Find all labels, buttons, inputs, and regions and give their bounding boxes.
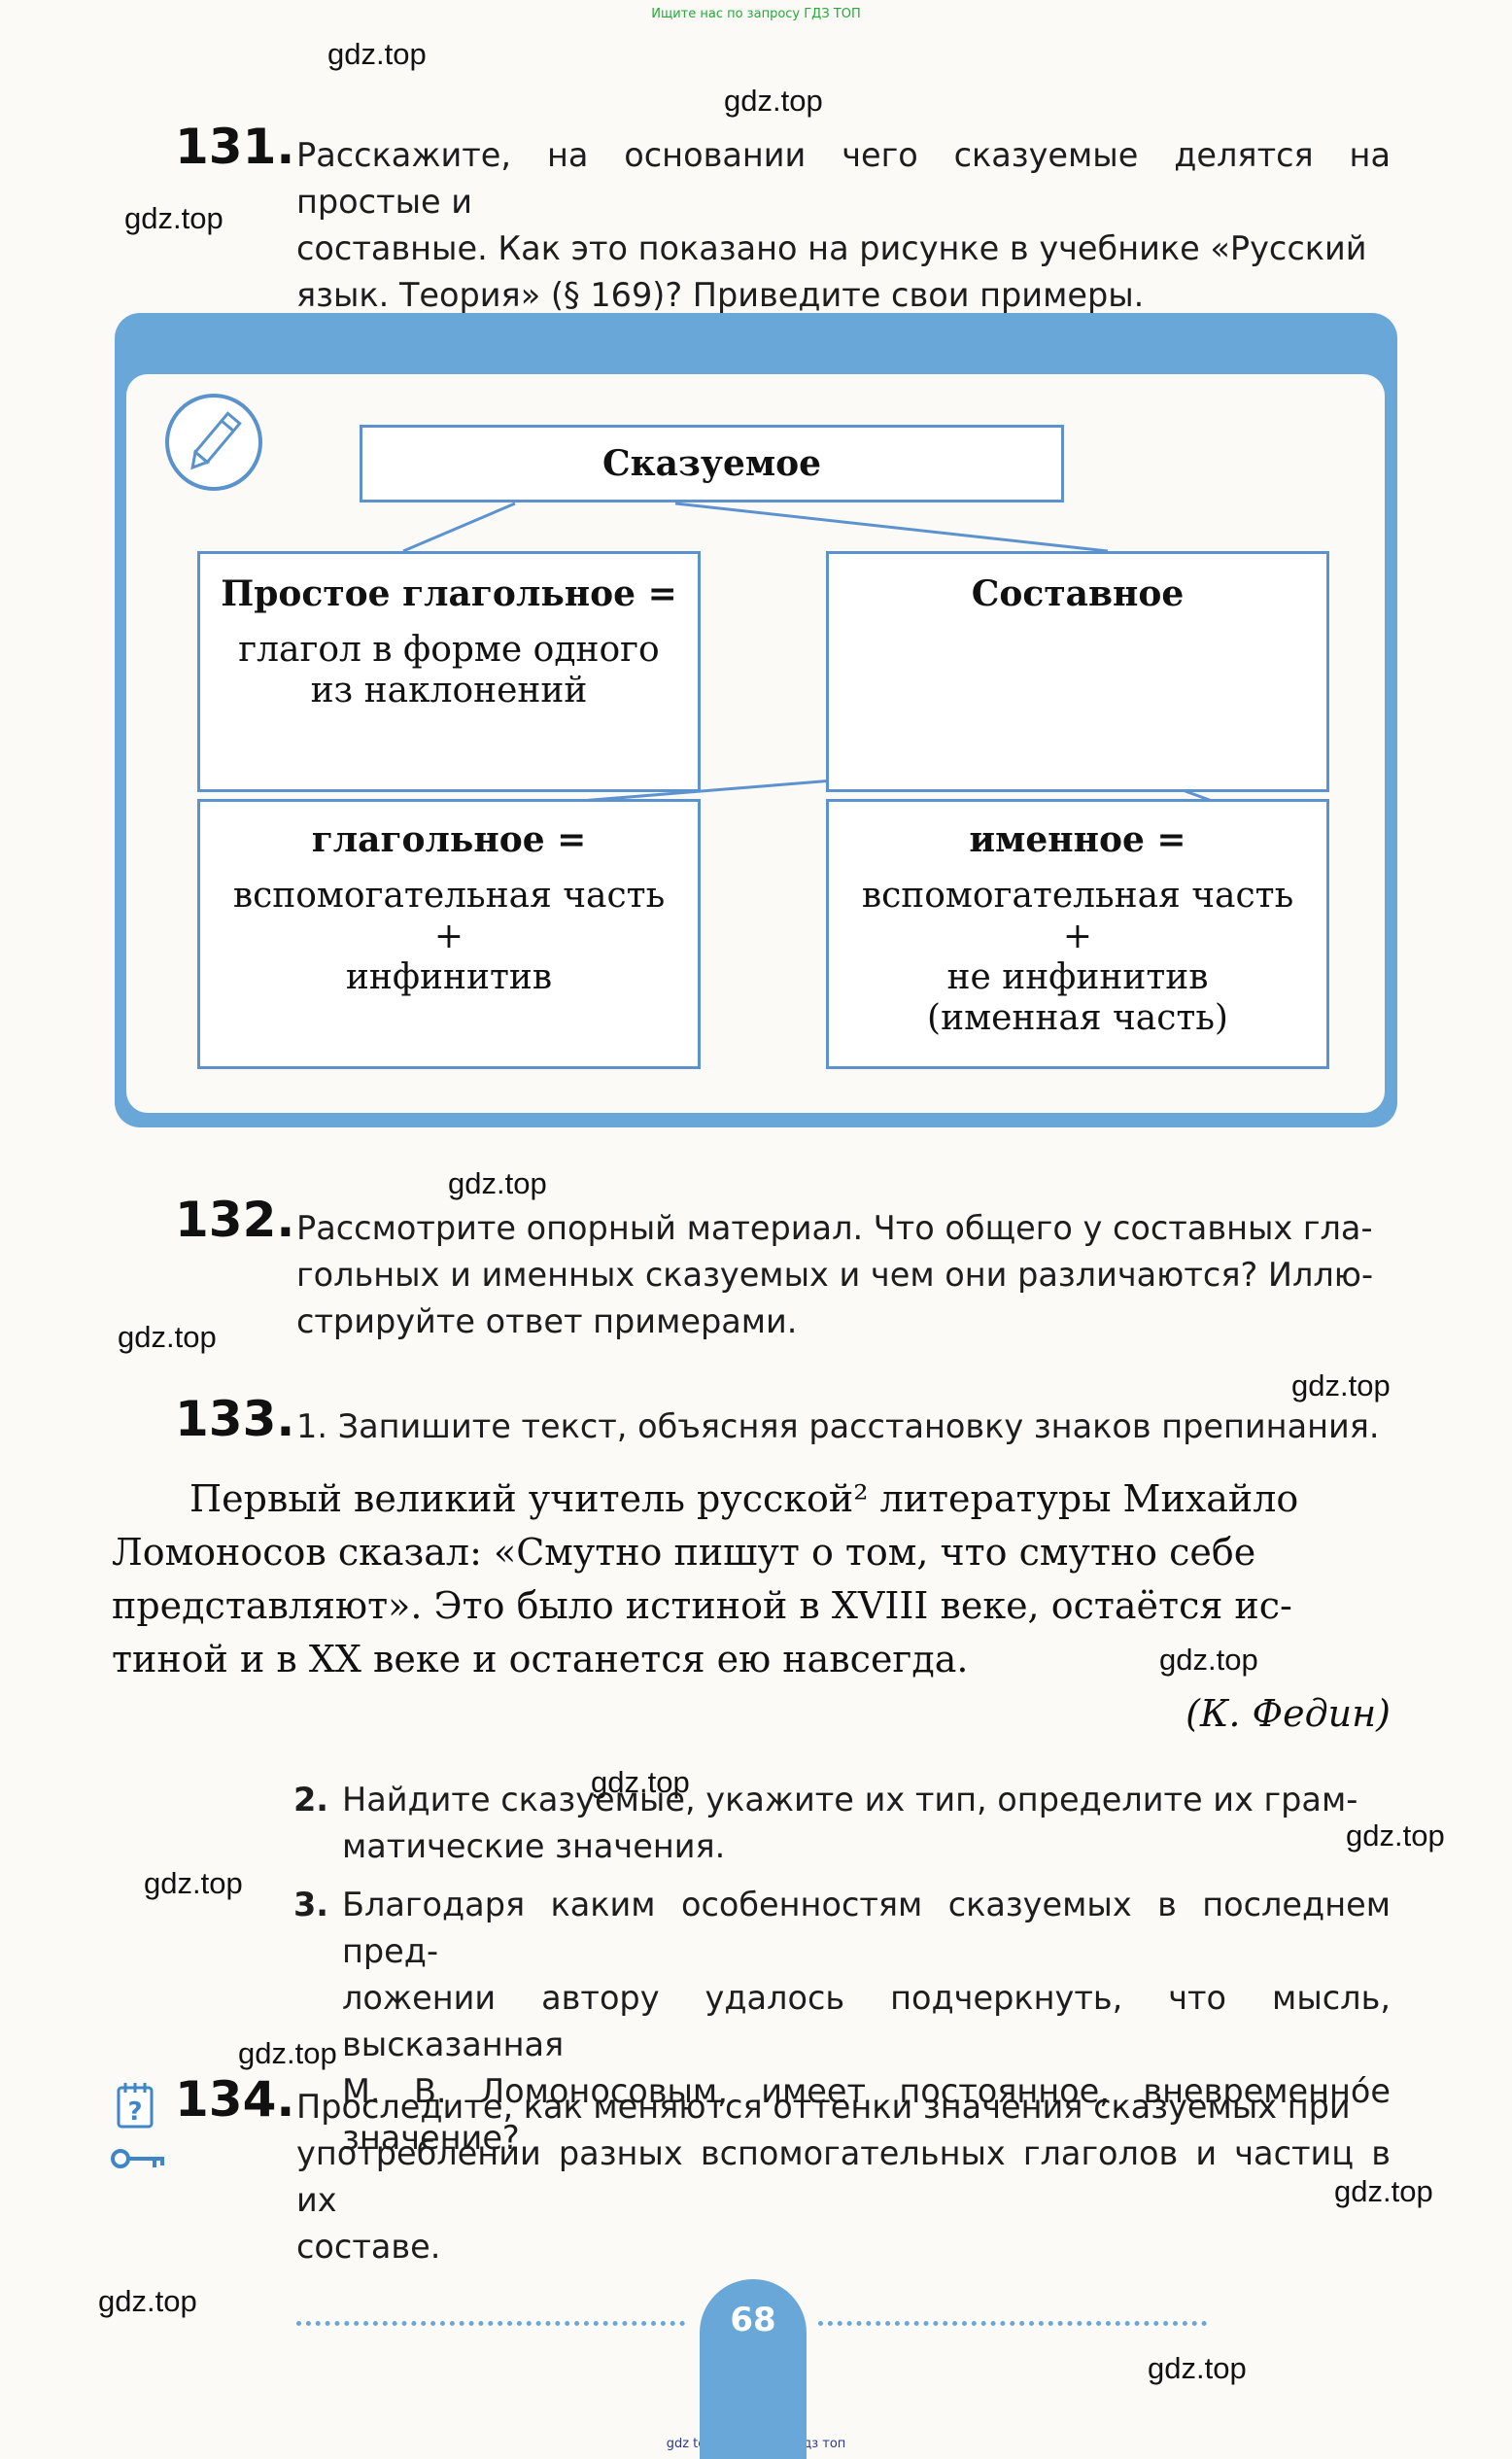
page-number-tab: 68 — [700, 2279, 807, 2459]
text-line: Первый великий учитель русской² литерату… — [189, 1477, 1299, 1520]
watermark: gdz.top — [724, 84, 823, 118]
watermark: gdz.top — [448, 1166, 547, 1200]
watermark: gdz.top — [238, 2036, 337, 2070]
text-line: Расскажите, на основании чего сказуемые … — [296, 136, 1391, 221]
exercise-133-quote: Первый великий учитель русской² литерату… — [112, 1472, 1391, 1686]
text-line: Проследите, как меняются оттенки значени… — [296, 2088, 1351, 2126]
question-icon: ? — [116, 2080, 156, 2129]
text-line: М. В. Ломоносовым, имеет постоянное, вне… — [342, 2072, 1391, 2157]
diagram-node-nominal: именное = вспомогательная часть + не инф… — [826, 799, 1329, 1069]
diagram-node-verbal: глагольное = вспомогательная часть + инф… — [197, 799, 701, 1069]
key-icon — [110, 2146, 168, 2171]
text-line: тиной и в XX веке и останется ею навсегд… — [112, 1638, 969, 1680]
exercise-132-text: Рассмотрите опорный материал. Что общего… — [296, 1205, 1391, 1345]
text-line: Благодаря каким особенностям сказуемых в… — [342, 1886, 1391, 1970]
exercise-134-text: Проследите, как меняются оттенки значени… — [296, 2084, 1391, 2270]
task-number: 3. — [293, 1886, 329, 1923]
text-line: Ломоносов сказал: «Смутно пишут о том, ч… — [112, 1531, 1256, 1574]
exercise-number-134: 134. — [175, 2071, 295, 2128]
text-line: язык. Теория» (§ 169)? Приведите свои пр… — [296, 276, 1145, 314]
text-line: гольных и именных сказуемых и чем они ра… — [296, 1256, 1374, 1294]
node-body-line: (именная часть) — [927, 998, 1228, 1038]
watermark: gdz.top — [1334, 2174, 1433, 2208]
exercise-number-132: 132. — [175, 1192, 295, 1248]
task-number: 2. — [293, 1781, 329, 1818]
node-title: Составное — [971, 573, 1185, 614]
watermark: gdz.top — [98, 2284, 197, 2318]
node-title: Простое глагольное = — [221, 573, 677, 614]
node-body-line: не инфинитив — [946, 957, 1209, 997]
node-body-line: из наклонений — [310, 671, 588, 710]
exercise-133-task2: Найдите сказуемые, укажите их тип, опред… — [342, 1777, 1391, 1870]
text-line: составе. — [296, 2228, 441, 2266]
exercise-number-133: 133. — [175, 1391, 295, 1447]
top-banner[interactable]: Ищите нас по запросу ГДЗ ТОП — [651, 7, 861, 21]
text-line: стрируйте ответ примерами. — [296, 1302, 798, 1340]
text-line: ложении автору удалось подчеркнуть, что … — [342, 1979, 1391, 2063]
diagram-node-compound: Составное — [826, 551, 1329, 792]
footer-dotted-line — [818, 2321, 1207, 2332]
watermark: gdz.top — [1291, 1368, 1391, 1403]
exercise-131-text: Расскажите, на основании чего сказуемые … — [296, 132, 1391, 319]
diagram-root-node: Сказуемое — [360, 425, 1064, 502]
page-number: 68 — [730, 2301, 776, 2339]
text-line: употреблении разных вспомогательных глаг… — [296, 2134, 1391, 2219]
watermark: gdz.top — [327, 37, 427, 71]
watermark: gdz.top — [1148, 2351, 1247, 2385]
node-title: именное = — [969, 819, 1186, 860]
node-body-line: инфинитив — [345, 957, 553, 997]
node-body-line: вспомогательная часть — [861, 876, 1294, 916]
watermark: gdz.top — [1159, 1643, 1258, 1677]
text-line: представляют». Это было истиной в XVIII … — [112, 1584, 1292, 1627]
watermark: gdz.top — [118, 1320, 217, 1354]
watermark: gdz.top — [124, 201, 223, 235]
exercise-number-131: 131. — [175, 119, 295, 175]
pencil-icon — [165, 394, 262, 491]
watermark: gdz.top — [1346, 1818, 1445, 1853]
exercise-133-task1: 1. Запишите текст, объясняя расстановку … — [296, 1407, 1380, 1445]
diagram-node-simple: Простое глагольное = глагол в форме одно… — [197, 551, 701, 792]
node-body-line: + — [1062, 917, 1093, 956]
svg-text:?: ? — [127, 2097, 142, 2127]
watermark: gdz.top — [591, 1765, 690, 1799]
exercise-133-task3: Благодаря каким особенностям сказуемых в… — [342, 1882, 1391, 2162]
node-body-line: вспомогательная часть — [232, 876, 666, 916]
node-body-line: + — [433, 917, 464, 956]
node-title: Сказуемое — [601, 443, 822, 484]
quote-author: (К. Федин) — [1186, 1692, 1391, 1735]
node-title: глагольное = — [311, 819, 587, 860]
text-line: матические значения. — [342, 1827, 726, 1865]
text-line: Найдите сказуемые, укажите их тип, опред… — [342, 1781, 1358, 1818]
watermark: gdz.top — [144, 1866, 243, 1900]
footer-dotted-line — [296, 2321, 685, 2332]
text-line: составные. Как это показано на рисунке в… — [296, 229, 1367, 267]
node-body-line: глагол в форме одного — [238, 630, 660, 670]
text-line: Рассмотрите опорный материал. Что общего… — [296, 1209, 1373, 1247]
